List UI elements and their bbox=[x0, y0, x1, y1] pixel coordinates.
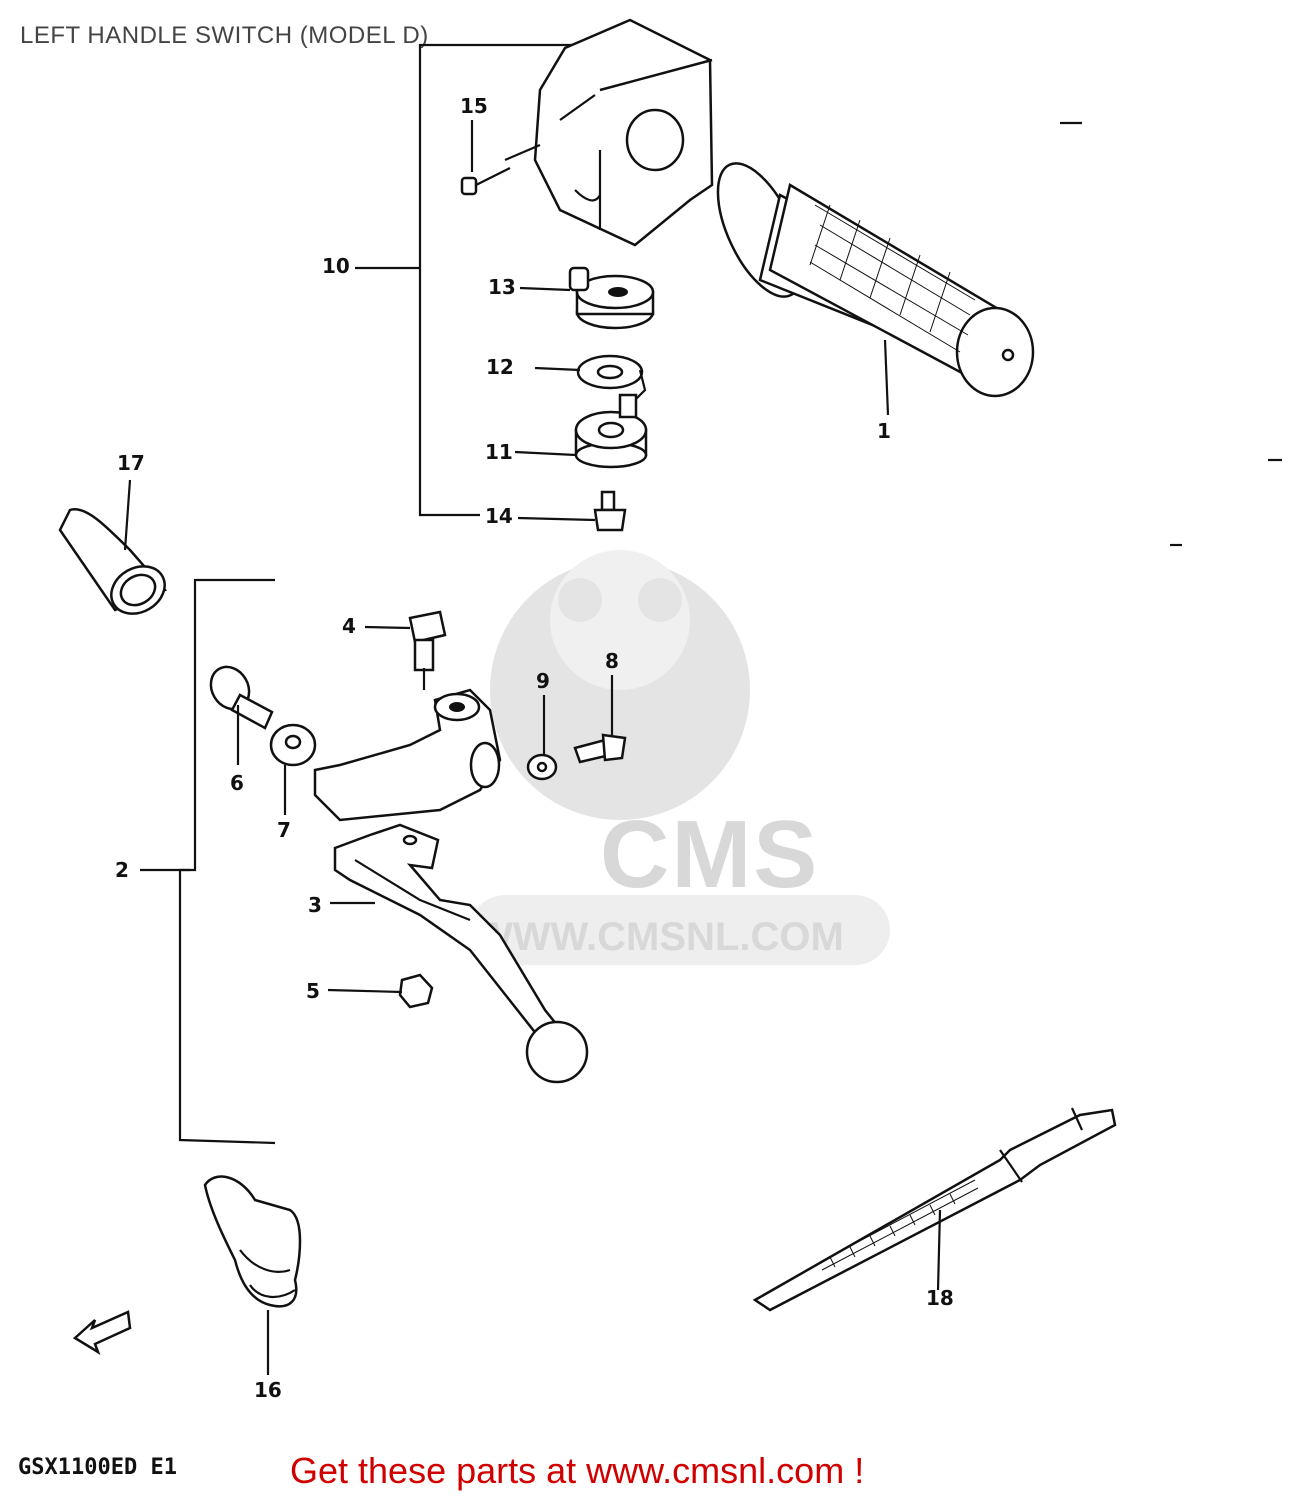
nut-5 bbox=[398, 973, 434, 1009]
screw-8 bbox=[573, 733, 627, 764]
leader-14 bbox=[517, 516, 596, 522]
strap-18 bbox=[752, 1107, 1117, 1312]
leader-5 bbox=[327, 988, 403, 994]
leader-11 bbox=[514, 450, 577, 457]
callout-3: 3 bbox=[308, 893, 322, 917]
grip-1 bbox=[716, 162, 1035, 398]
callout-15: 15 bbox=[460, 94, 488, 118]
callout-18: 18 bbox=[926, 1286, 954, 1310]
washer-12 bbox=[576, 354, 647, 406]
screw-15 bbox=[460, 143, 541, 196]
part-11 bbox=[574, 393, 648, 469]
leader-13 bbox=[519, 286, 571, 292]
callout-9: 9 bbox=[536, 669, 550, 693]
cover-17 bbox=[58, 507, 168, 615]
switch-housing bbox=[533, 18, 714, 247]
leader-17 bbox=[123, 479, 132, 551]
callout-4: 4 bbox=[342, 614, 356, 638]
callout-6: 6 bbox=[230, 771, 244, 795]
leader-4 bbox=[364, 625, 411, 630]
leader-12 bbox=[534, 366, 581, 372]
spacer-7 bbox=[269, 723, 317, 767]
lever-bracket bbox=[313, 688, 502, 822]
watermark-url: WWW.CMSNL.COM bbox=[475, 915, 844, 959]
callout-12: 12 bbox=[486, 355, 514, 379]
leader-1 bbox=[883, 339, 890, 416]
screw-6 bbox=[209, 665, 274, 730]
watermark-brand: CMS bbox=[600, 801, 820, 908]
diagram-title: LEFT HANDLE SWITCH (MODEL D) bbox=[20, 22, 429, 49]
screw-14 bbox=[593, 490, 627, 532]
cover-16 bbox=[203, 1175, 302, 1308]
callout-14: 14 bbox=[485, 504, 513, 528]
lever-3 bbox=[333, 823, 589, 1084]
callout-1: 1 bbox=[877, 419, 891, 443]
model-code: GSX1100ED E1 bbox=[18, 1455, 177, 1480]
part-13 bbox=[568, 266, 655, 330]
callout-10: 10 bbox=[322, 254, 350, 278]
bracket-10 bbox=[418, 43, 575, 517]
leader-18 bbox=[936, 1209, 942, 1291]
callout-5: 5 bbox=[306, 979, 320, 1003]
bracket-2 bbox=[178, 578, 276, 1145]
callout-17: 17 bbox=[117, 451, 145, 475]
callout-2: 2 bbox=[115, 858, 129, 882]
front-arrow-icon bbox=[72, 1310, 132, 1355]
callout-16: 16 bbox=[254, 1378, 282, 1402]
callout-13: 13 bbox=[488, 275, 516, 299]
bolt-4 bbox=[408, 610, 447, 690]
parts-link[interactable]: Get these parts at www.cmsnl.com ! bbox=[290, 1450, 865, 1491]
washer-9 bbox=[526, 753, 558, 781]
callout-7: 7 bbox=[277, 818, 291, 842]
callout-8: 8 bbox=[605, 649, 619, 673]
callout-11: 11 bbox=[485, 440, 513, 464]
